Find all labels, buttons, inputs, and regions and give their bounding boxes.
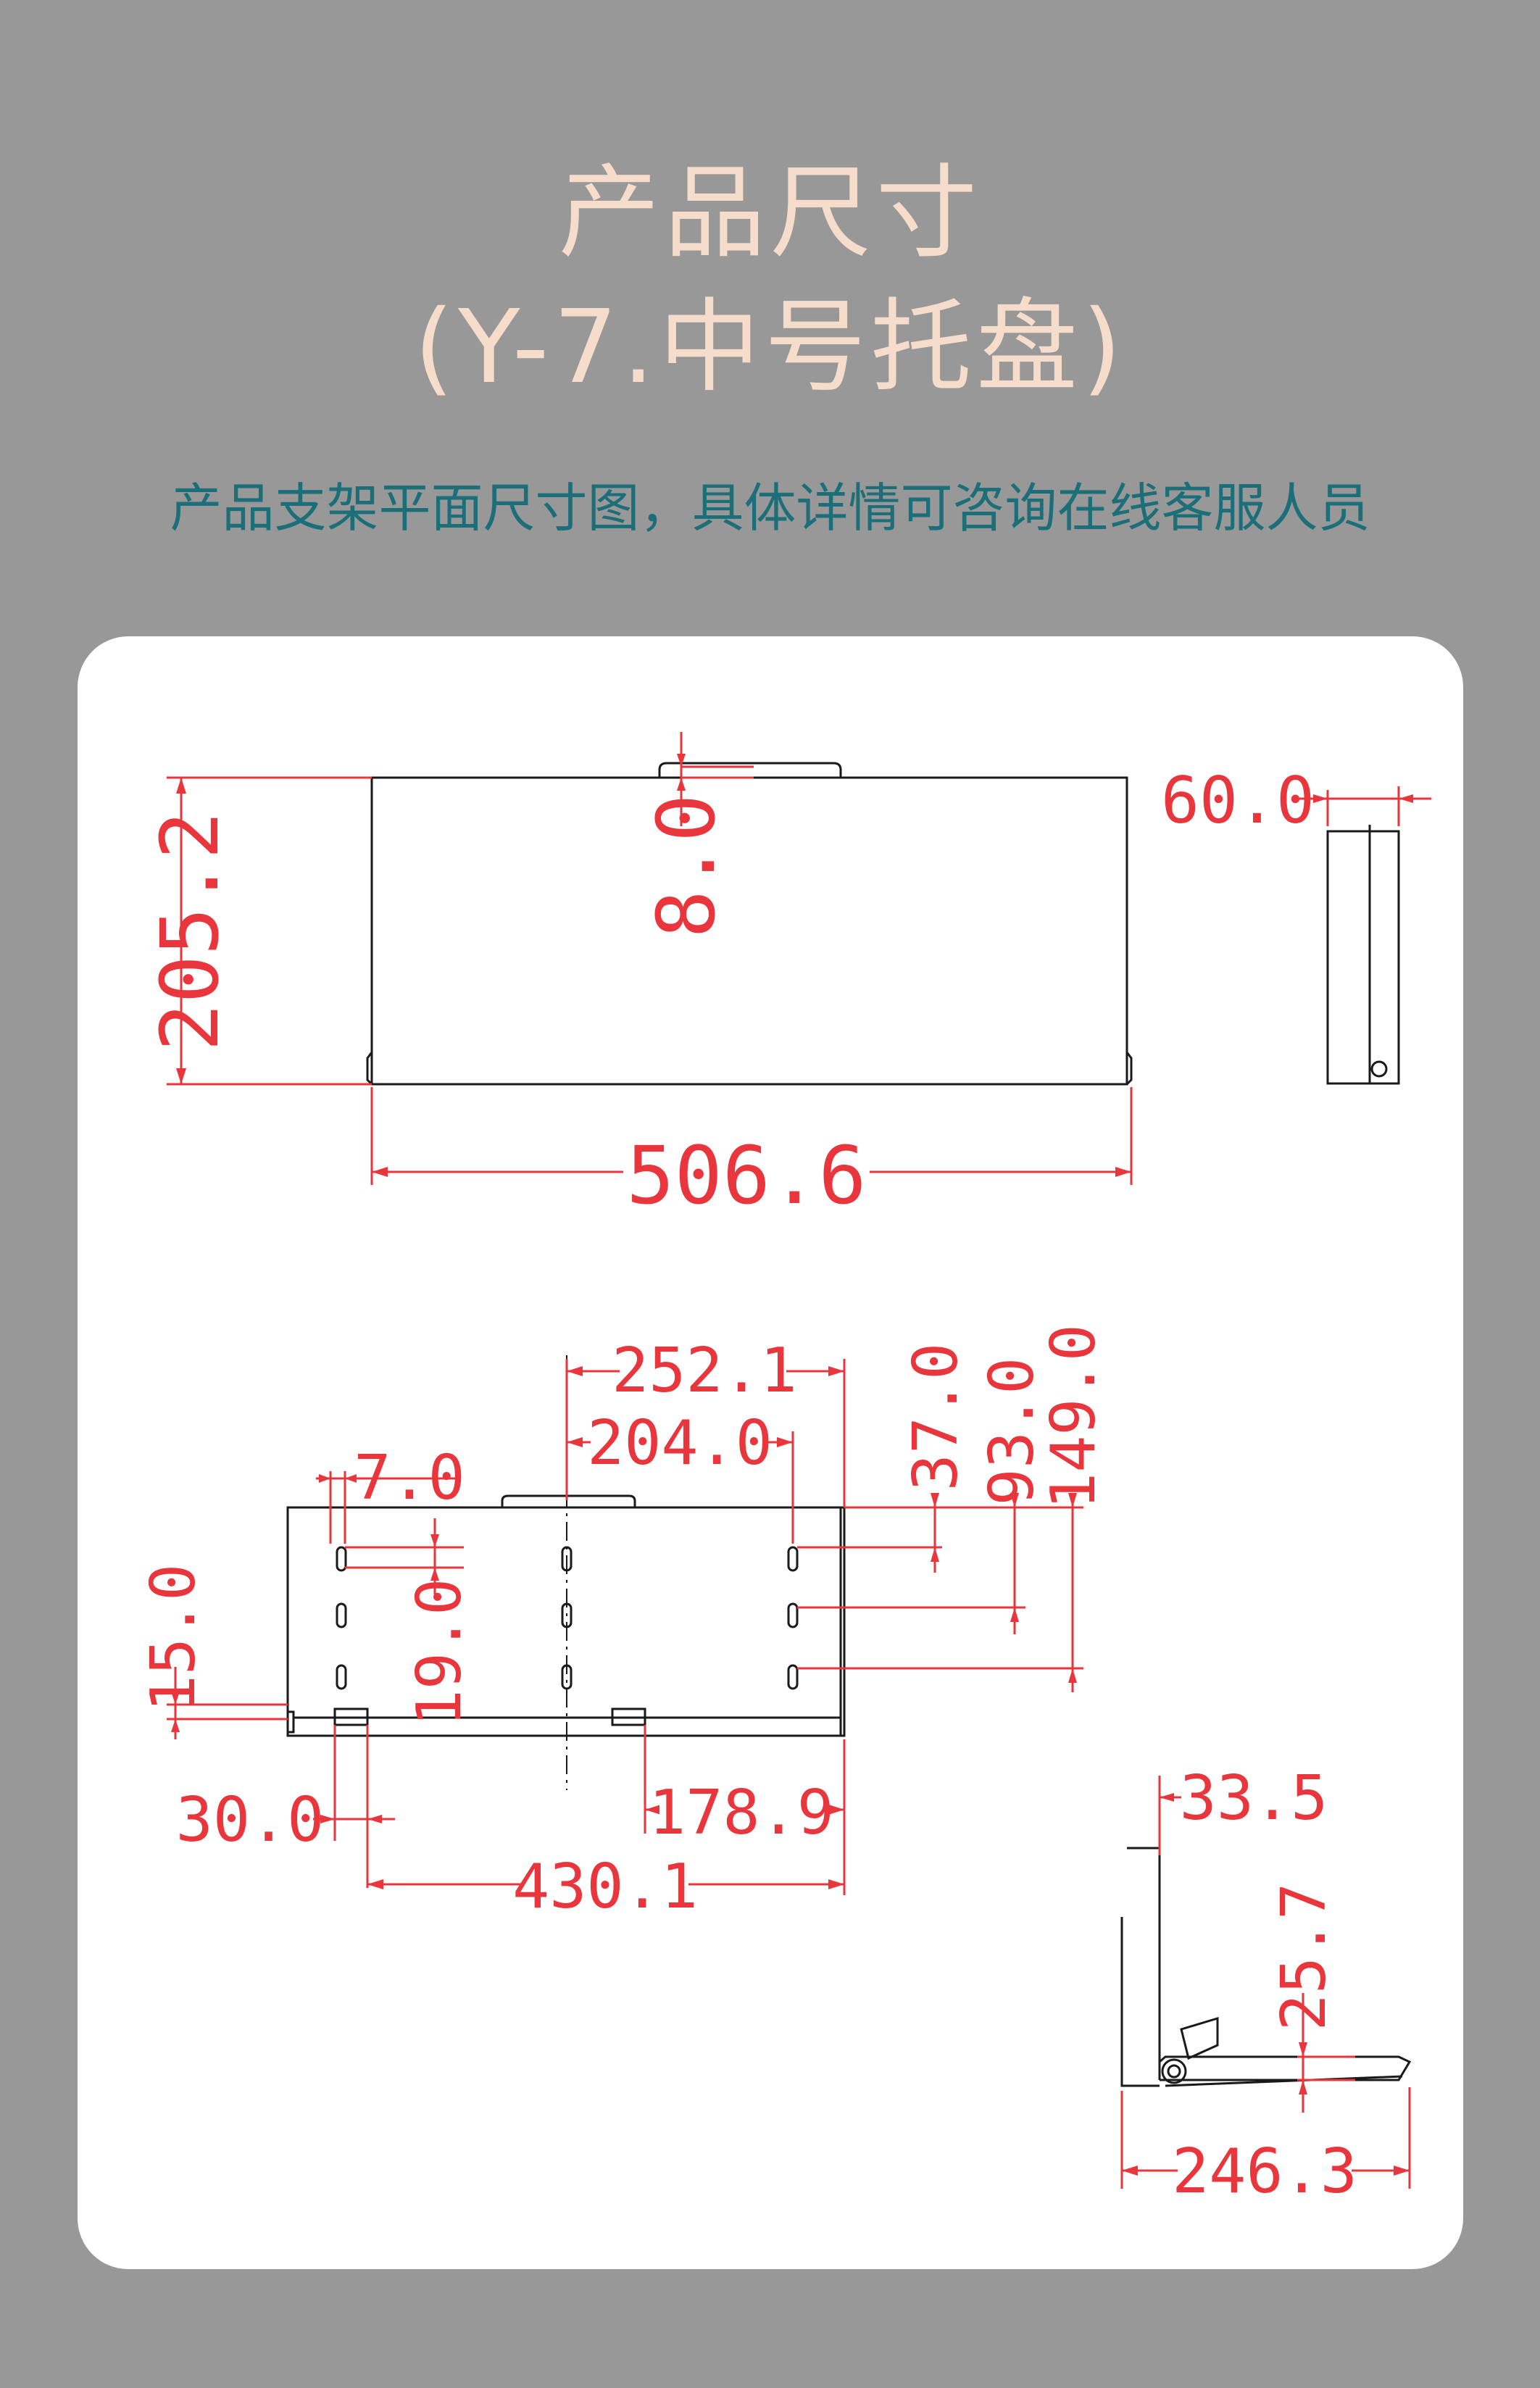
- profile-view: 33.5 25.7 246.3: [1120, 1763, 1412, 2208]
- page-title: 产品尺寸: [558, 154, 982, 273]
- dim-label-252: 252.1: [612, 1335, 797, 1407]
- dim-label-7: 7.0: [354, 1442, 465, 1514]
- bracket-upright: [1127, 1847, 1161, 2080]
- tray-tab: [658, 762, 842, 778]
- dim-label-149: 149.0: [1038, 1324, 1110, 1510]
- dim-label-37: 37.0: [900, 1343, 972, 1492]
- mounting-slots: [336, 1546, 799, 1690]
- drawing-card: [78, 636, 1463, 2269]
- bracket-arm: [1159, 2055, 1412, 2081]
- tray-outline-top: [370, 776, 1128, 1086]
- model-title: (Y-7.中号托盘): [414, 288, 1126, 407]
- dim-label-246: 246.3: [1172, 2136, 1357, 2208]
- dim-label-93: 93.0: [976, 1357, 1048, 1506]
- dim-label-19: 19.0: [404, 1578, 475, 1727]
- dim-label-15: 15.0: [138, 1564, 209, 1713]
- dim-label-204: 204.0: [587, 1407, 773, 1479]
- dim-label-33: 33.5: [1180, 1763, 1328, 1834]
- dim-label-178: 178.9: [649, 1777, 834, 1849]
- hole-plan-view: 252.1 204.0 7.0 37.0 93.0 149.0: [138, 1324, 1110, 1923]
- dim-label-430: 430.1: [512, 1851, 698, 1923]
- page-subtitle: 产品支架平面尺寸图，具体详情可咨询在线客服人员: [170, 478, 1370, 538]
- tray-outline-side: [1326, 830, 1400, 1085]
- dim-label-205: 205.2: [143, 811, 236, 1051]
- dim-label-30: 30.0: [176, 1784, 325, 1856]
- dim-label-60: 60.0: [1161, 763, 1315, 838]
- top-view: 205.2 506.6 8.0: [143, 732, 1133, 1222]
- side-view: 60.0: [1161, 763, 1431, 1085]
- dim-label-506: 506.6: [626, 1129, 866, 1222]
- dim-label-8: 8.0: [640, 794, 733, 939]
- dim-label-25: 25.7: [1268, 1883, 1340, 2031]
